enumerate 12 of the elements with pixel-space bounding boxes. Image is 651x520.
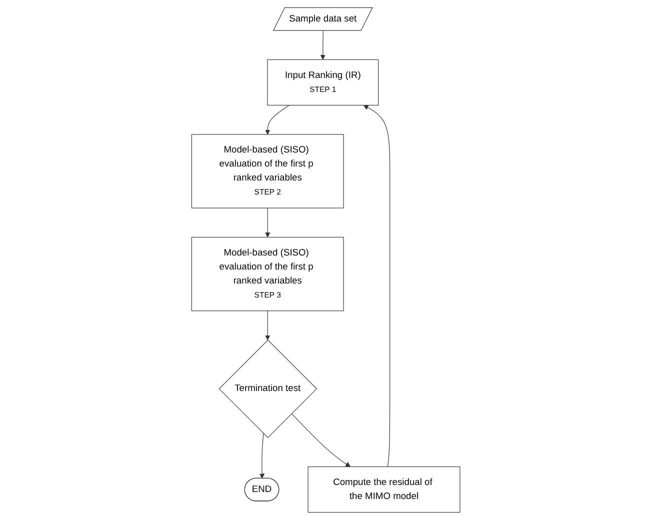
node-box [307,466,460,513]
arrow [264,310,270,340]
arrow [320,30,326,60]
node-box [191,134,344,208]
arrow [259,433,264,479]
arrow [363,104,390,468]
arrow [264,104,290,135]
arrow [264,208,270,238]
node-box [266,59,378,106]
node-diamond [218,340,317,438]
arrow [290,413,350,467]
node-box [191,236,344,312]
